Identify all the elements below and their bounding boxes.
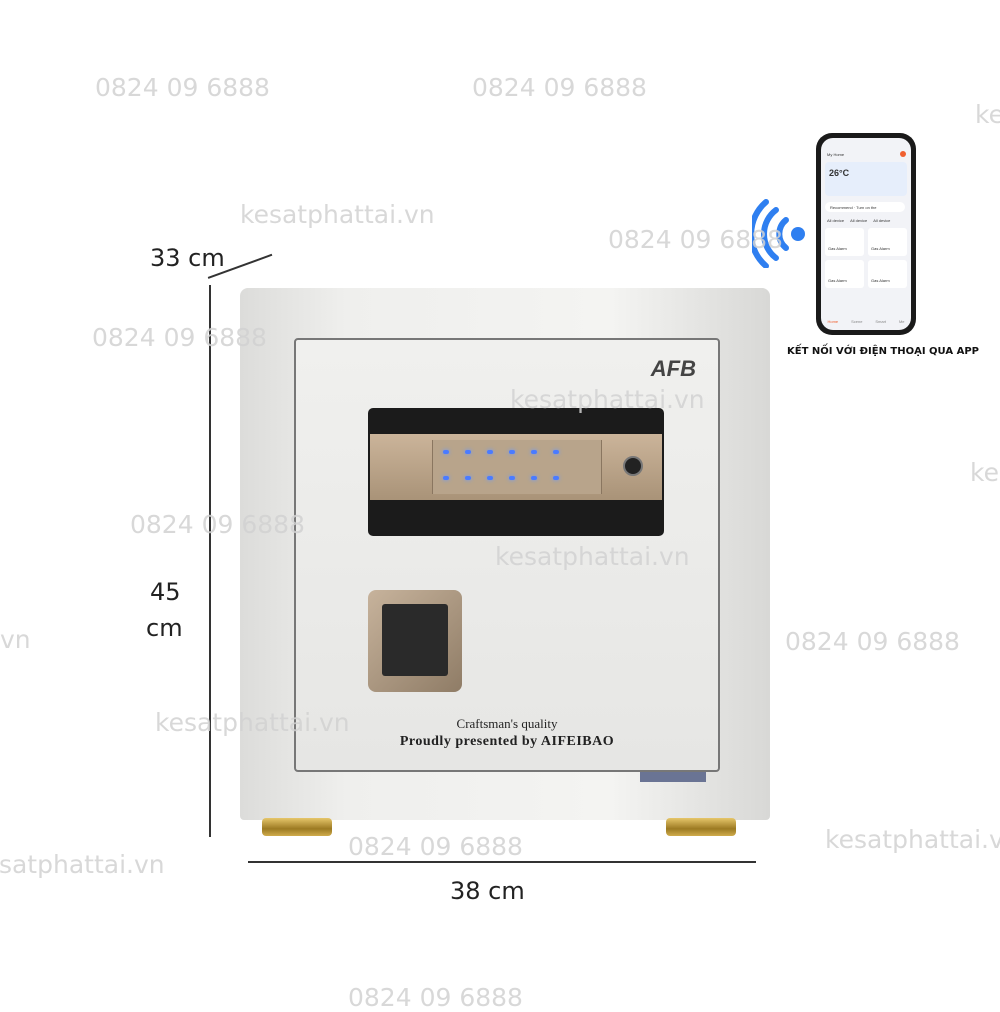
- tab[interactable]: All device: [827, 218, 845, 223]
- keypad[interactable]: [368, 408, 664, 536]
- watermark: kesatphattai.vn: [155, 708, 350, 737]
- safe-body: AFB Craftsman's quality Proudly presente…: [240, 288, 770, 820]
- watermark: 0824 09 6888: [348, 832, 523, 861]
- device-card[interactable]: Gas Alarm: [825, 260, 864, 288]
- tagline: Craftsman's quality: [456, 716, 558, 731]
- safe-foot: [262, 818, 332, 836]
- brand-logo: AFB: [650, 356, 696, 381]
- depth-label: 33 cm: [150, 244, 225, 272]
- height-unit: cm: [146, 614, 183, 642]
- height-label: 45: [150, 578, 181, 606]
- app-screen: My Home 26°C Recommend · Turn on the All…: [821, 138, 911, 330]
- nav-scene[interactable]: Scene: [851, 319, 863, 324]
- device-card[interactable]: Gas Alarm: [868, 228, 907, 256]
- watermark: kesatphattai.vn: [0, 850, 165, 879]
- watermark: vn: [0, 625, 31, 654]
- watermark: kesatphattai.vn: [495, 542, 690, 571]
- watermark: ke: [975, 100, 1000, 129]
- tab[interactable]: All device: [873, 218, 891, 223]
- height-arrow: [209, 285, 211, 837]
- device-card[interactable]: Gas Alarm: [825, 228, 864, 256]
- watermark: 0824 09 6888: [95, 73, 270, 102]
- watermark: 0824 09 6888: [130, 510, 305, 539]
- width-label: 38 cm: [450, 877, 525, 905]
- smartphone: My Home 26°C Recommend · Turn on the All…: [816, 133, 916, 335]
- safe-door: AFB Craftsman's quality Proudly presente…: [294, 338, 720, 772]
- device-card[interactable]: Gas Alarm: [868, 260, 907, 288]
- door-handle[interactable]: [368, 590, 462, 692]
- temperature: 26°C: [829, 168, 850, 178]
- maker-text: Proudly presented by AIFEIBAO: [399, 734, 615, 749]
- watermark: 0824 09 6888: [608, 225, 783, 254]
- watermark: 0824 09 6888: [348, 983, 523, 1012]
- watermark: 0824 09 6888: [92, 323, 267, 352]
- nav-smart[interactable]: Smart: [875, 319, 887, 324]
- watermark: 0824 09 6888: [785, 627, 960, 656]
- wifi-icon: [752, 199, 805, 268]
- fingerprint-sensor[interactable]: [623, 456, 643, 476]
- tab[interactable]: All device: [850, 218, 868, 223]
- nav-me[interactable]: Me: [898, 319, 905, 324]
- watermark: 0824 09 6888: [472, 73, 647, 102]
- watermark: ke: [970, 458, 999, 487]
- width-arrow: [248, 861, 756, 863]
- serial-label: [640, 772, 706, 782]
- recommend-bar[interactable]: Recommend · Turn on the: [825, 202, 905, 212]
- safe-foot: [666, 818, 736, 836]
- nav-home[interactable]: Home: [827, 319, 839, 324]
- watermark: kesatphattai.vn: [825, 825, 1000, 854]
- home-title: My Home: [827, 152, 845, 157]
- watermark: kesatphattai.vn: [510, 385, 705, 414]
- app-caption: KẾT NỐI VỚI ĐIỆN THOẠI QUA APP: [787, 346, 979, 357]
- watermark: kesatphattai.vn: [240, 200, 435, 229]
